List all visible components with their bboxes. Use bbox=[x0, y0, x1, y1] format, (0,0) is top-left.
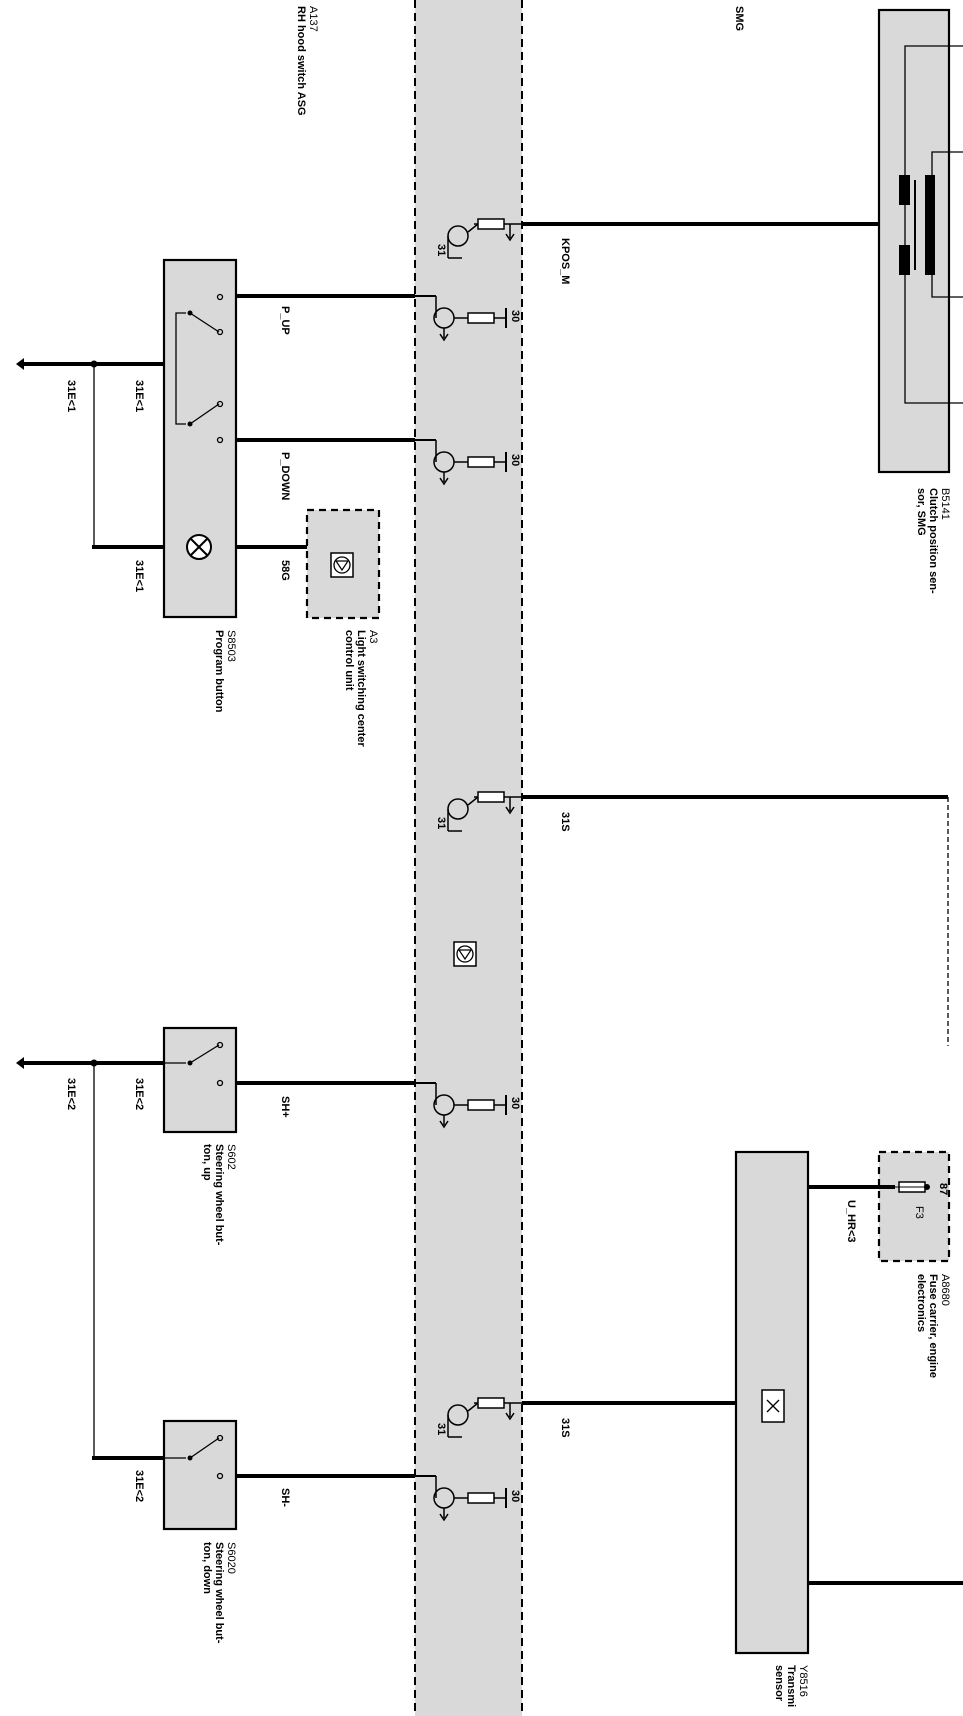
output-stage-3-collector bbox=[467, 1402, 479, 1412]
a8680-name-line2: electronics bbox=[915, 1274, 927, 1332]
label-ground-e2-b: 31E<2 bbox=[133, 1470, 145, 1502]
output-stage-1-ground-arrow-icon bbox=[505, 224, 515, 242]
label-u-hr3: U_HR<3 bbox=[845, 1200, 857, 1243]
s602-name-line1: Steering wheel but- bbox=[213, 1144, 225, 1246]
b5141-name-line2: sor, SMG bbox=[915, 488, 927, 536]
output-stage-2-pin-31: 31 bbox=[435, 817, 447, 829]
label-31s-b: 31S bbox=[559, 1418, 571, 1438]
a8680-box bbox=[877, 1150, 951, 1263]
s6020-code: S6020 bbox=[225, 1542, 237, 1574]
control-unit-ref: SMG bbox=[733, 6, 745, 31]
input-stage-4-resistor-icon bbox=[467, 1492, 495, 1504]
label-ground-e1-main: 31E<1 bbox=[65, 380, 77, 412]
input-stage-2-resistor-icon bbox=[467, 456, 495, 468]
output-stage-3-resistor-icon bbox=[477, 1397, 505, 1409]
label-sh-plus: SH+ bbox=[279, 1096, 291, 1118]
input-stage-3-resistor-icon bbox=[467, 1099, 495, 1111]
s8503-code: S8503 bbox=[225, 630, 237, 662]
output-stage-2-ground-arrow-icon bbox=[505, 797, 515, 815]
output-stage-1-resistor-icon bbox=[477, 218, 505, 230]
input-stage-3-ground-arrow-icon bbox=[439, 1115, 449, 1129]
s8503-switch-icon bbox=[175, 293, 224, 444]
a8680-name-line1: Fuse carrier, engine bbox=[927, 1274, 939, 1378]
label-58g: 58G bbox=[279, 560, 291, 581]
a3-name-line1: Light switching center bbox=[355, 630, 367, 747]
label-p-down: P_DOWN bbox=[279, 452, 291, 500]
a3-code: A3 bbox=[367, 630, 379, 643]
b5141-coil-icon bbox=[899, 45, 963, 404]
output-stage-2-resistor-icon bbox=[477, 791, 505, 803]
s602-box bbox=[162, 1026, 238, 1134]
input-stage-1-resistor-icon bbox=[467, 312, 495, 324]
b5141-name-line1: Clutch position sen- bbox=[927, 488, 939, 594]
label-ground-e2-main: 31E<2 bbox=[65, 1078, 77, 1110]
control-unit-code: A137 bbox=[307, 6, 319, 32]
output-stage-3-ground-arrow-icon bbox=[505, 1403, 515, 1421]
output-stage-1-pin-31: 31 bbox=[435, 244, 447, 256]
label-sh-minus: SH- bbox=[279, 1488, 291, 1507]
s6020-name-line2: ton, down bbox=[201, 1542, 213, 1594]
y8516-valve-icon bbox=[761, 1389, 785, 1423]
output-stage-1-collector bbox=[467, 223, 479, 233]
s6020-name-line1: Steering wheel but- bbox=[213, 1542, 225, 1644]
a3-name-line2: control unit bbox=[343, 630, 355, 691]
label-ground-e1-a: 31E<1 bbox=[133, 380, 145, 412]
input-stage-2-ground-arrow-icon bbox=[439, 472, 449, 486]
y8516-name-line1: Transmi bbox=[785, 1665, 797, 1707]
input-stage-4-pin-30: 30 bbox=[509, 1490, 521, 1502]
y8516-name-line2: sensor bbox=[773, 1665, 785, 1702]
output-stage-3-pin-31: 31 bbox=[435, 1423, 447, 1435]
ground-e2-junction bbox=[90, 1059, 98, 1067]
input-stage-2-pin-30: 30 bbox=[509, 454, 521, 466]
a8680-pin: 87 bbox=[937, 1183, 949, 1195]
control-unit-name: RH hood switch ASG bbox=[295, 6, 307, 116]
b5141-code: B5141 bbox=[939, 488, 951, 520]
control-unit-band bbox=[415, 0, 522, 1716]
label-kpos-m: KPOS_M bbox=[559, 238, 571, 284]
s8503-lamp-icon bbox=[186, 534, 212, 560]
input-stage-1-ground-arrow-icon bbox=[439, 328, 449, 342]
a3-ecu-icon bbox=[330, 552, 354, 578]
ground-e2-arrow-icon bbox=[16, 1057, 24, 1069]
ecu-chip-icon bbox=[453, 941, 477, 967]
s8503-name: Program button bbox=[213, 630, 225, 713]
s602-name-line2: ton, up bbox=[201, 1144, 213, 1181]
input-stage-3-pin-30: 30 bbox=[509, 1097, 521, 1109]
label-ground-e2-a: 31E<2 bbox=[133, 1078, 145, 1110]
label-31s-a: 31S bbox=[559, 812, 571, 832]
label-ground-e1-b: 31E<1 bbox=[133, 560, 145, 592]
label-p-up: P_UP bbox=[279, 306, 291, 335]
ground-e1-junction bbox=[90, 360, 98, 368]
y8516-code: Y8516 bbox=[797, 1665, 809, 1697]
input-stage-1-pin-30: 30 bbox=[509, 310, 521, 322]
s8503-box bbox=[162, 258, 238, 619]
fuse-f3-icon bbox=[895, 1181, 930, 1193]
input-stage-4-ground-arrow-icon bbox=[439, 1508, 449, 1522]
s602-code: S602 bbox=[225, 1144, 237, 1170]
s6020-box bbox=[162, 1419, 238, 1531]
output-stage-2-collector bbox=[467, 796, 479, 806]
a8680-fuse-label: F3 bbox=[913, 1206, 925, 1219]
a8680-code: A8680 bbox=[939, 1274, 951, 1306]
ground-e1-arrow-icon bbox=[16, 358, 24, 370]
